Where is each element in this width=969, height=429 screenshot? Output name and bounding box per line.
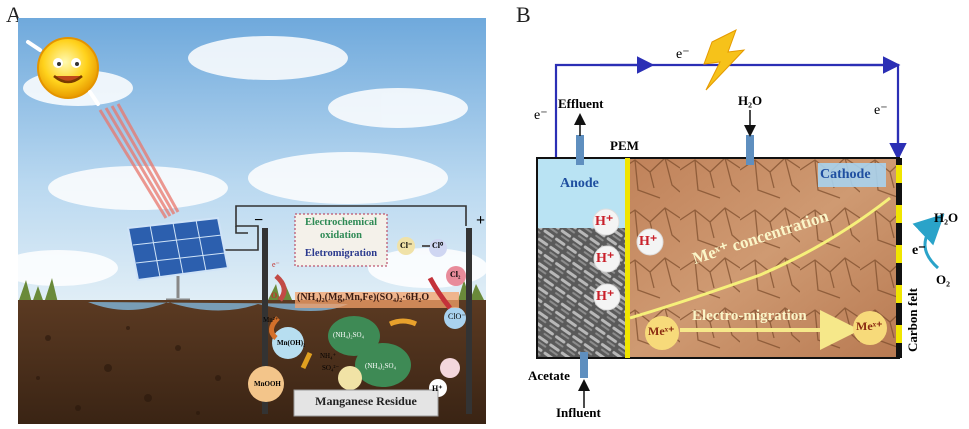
formula-label: (NH₄)₂(Mg,Mn,Fe)(SO₄)₂·6H₂O xyxy=(297,292,430,303)
species-o2: O₂ xyxy=(271,291,280,300)
species-cl2: Cl₂ xyxy=(450,270,461,279)
species-nh4so4-a: (NH₄)₂SO₄ xyxy=(333,331,365,339)
external-circuit xyxy=(554,63,900,158)
proton-3: H⁺ xyxy=(596,289,615,304)
oxygen-reduction-arrow xyxy=(912,213,945,270)
solar-panel-icon xyxy=(126,216,230,302)
metal-bubble-left xyxy=(645,316,679,350)
migration-label: Electro-migration xyxy=(692,308,807,324)
influent-label: Influent xyxy=(556,405,601,420)
cathode-label-bg xyxy=(818,163,886,187)
panel-a-illustration xyxy=(18,18,486,424)
species-mnoh2: Mn(OH)₂ xyxy=(277,339,306,347)
cathode-label: Cathode xyxy=(820,167,871,182)
proton-2: H⁺ xyxy=(596,251,615,266)
electron-label-side: e⁻ xyxy=(912,243,926,258)
sun-icon xyxy=(26,37,100,106)
electron-label-right: e⁻ xyxy=(874,103,888,118)
effluent-label: Effluent xyxy=(558,96,604,111)
positive-electrode xyxy=(466,228,472,414)
species-cl-zero: Cl⁰ xyxy=(432,241,444,250)
species-e: e⁻ xyxy=(272,260,280,269)
proton-bubbles xyxy=(592,208,664,311)
effluent-port xyxy=(576,135,584,165)
panel-b-letter: B xyxy=(516,2,531,27)
process-box xyxy=(294,213,388,267)
negative-electrode-label: − xyxy=(254,212,264,229)
circuit-wire xyxy=(218,205,467,251)
process-line-1: Electrochemical xyxy=(304,217,378,228)
species-so4: SO₄²⁻ xyxy=(322,364,340,372)
acetate-label: Acetate xyxy=(528,368,570,383)
concentration-curve xyxy=(629,196,891,320)
water-out-label: H₂O xyxy=(934,210,959,225)
metal-label-right: Meˣ⁺ xyxy=(856,319,883,333)
manganese-residue-box xyxy=(293,389,439,417)
process-line-2: oxidation xyxy=(319,230,362,241)
influent-port xyxy=(580,352,588,378)
manganese-residue-label: Manganese Residue xyxy=(315,394,417,408)
positive-electrode-label: + xyxy=(476,212,486,229)
species-clo: ClO⁻ xyxy=(448,312,466,321)
metal-bubble-right xyxy=(853,311,887,345)
species-cl-minus: Cl⁻ xyxy=(400,241,413,250)
reaction-shapes xyxy=(248,237,466,402)
water-in-label: H₂O xyxy=(738,93,763,108)
species-mn2: Mn²⁺ xyxy=(263,316,279,324)
metal-label-left: Meˣ⁺ xyxy=(648,324,675,338)
panel-a-letter: A xyxy=(6,2,22,27)
panel-b-illustration xyxy=(536,28,945,408)
carbon-felt-label: Carbon felt xyxy=(905,288,920,352)
pem-membrane xyxy=(625,158,630,358)
electron-label-left: e⁻ xyxy=(534,108,548,123)
species-h: H⁺ xyxy=(432,384,443,393)
process-line-3: Eletromigration xyxy=(304,248,378,259)
lightning-icon xyxy=(703,28,746,91)
species-nh4: NH₄⁺ xyxy=(320,352,337,360)
oxygen-label: O₂ xyxy=(936,272,951,287)
negative-electrode xyxy=(262,228,268,414)
species-nh4so4-b: (NH₄)₂SO₄ xyxy=(365,362,397,370)
electron-label-top: e⁻ xyxy=(676,47,690,62)
proton-4: H⁺ xyxy=(639,234,658,249)
proton-1: H⁺ xyxy=(595,214,614,229)
soil-speckles xyxy=(36,326,221,415)
sun-rays xyxy=(98,103,180,219)
reaction-arrows xyxy=(269,245,452,370)
species-mnooh: MnOOH xyxy=(254,380,281,388)
water-inlet-port xyxy=(746,135,754,165)
pem-label: PEM xyxy=(610,138,639,153)
anode-label: Anode xyxy=(560,176,599,191)
